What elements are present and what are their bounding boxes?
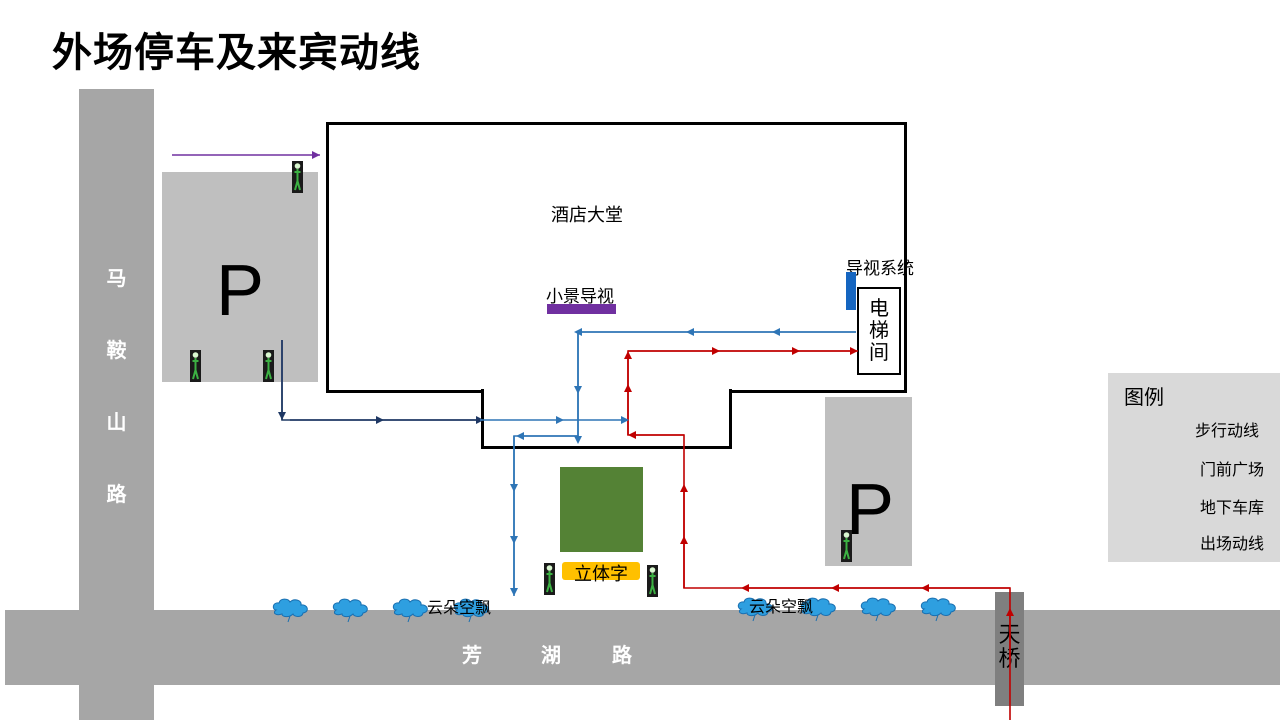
road-v-char-2: 鞍 bbox=[106, 338, 127, 362]
parking-lot-left bbox=[162, 172, 318, 382]
road-v-char-4: 路 bbox=[106, 482, 127, 506]
cloud-icon bbox=[272, 598, 308, 623]
legend-front-label: 门前广场 bbox=[1200, 460, 1265, 479]
3d-sign-label: 立体字 bbox=[574, 564, 628, 585]
attendant-icon bbox=[262, 349, 275, 383]
road-v-char-1: 马 bbox=[106, 266, 127, 290]
walk-flow-line bbox=[627, 350, 1011, 720]
green-lawn bbox=[560, 467, 643, 552]
guide-system-bar bbox=[846, 272, 856, 310]
legend-garage-label: 地下车库 bbox=[1200, 498, 1265, 517]
page-title: 外场停车及来宾动线 bbox=[52, 30, 421, 76]
road-v-char-3: 山 bbox=[106, 410, 127, 434]
legend-walk-label: 步行动线 bbox=[1195, 421, 1260, 440]
elevator-label-char: 间 bbox=[869, 340, 889, 364]
attendant-icon bbox=[291, 160, 304, 194]
cloud-icon bbox=[920, 597, 956, 622]
elevator: 电梯间 bbox=[857, 287, 901, 375]
attendant-icon bbox=[189, 349, 202, 383]
guide-system-label: 导视系统 bbox=[846, 259, 914, 279]
scene-guide-label: 小景导视 bbox=[546, 287, 614, 307]
parking-right-letter: P bbox=[846, 470, 895, 550]
parking-left-letter: P bbox=[216, 251, 265, 331]
front-flow-line bbox=[281, 340, 480, 421]
cloud-icon bbox=[860, 597, 896, 622]
exit-flow-line bbox=[513, 331, 856, 594]
scene-guide-bar bbox=[547, 304, 616, 314]
legend-title: 图例 bbox=[1124, 385, 1164, 409]
road-h-char-3: 路 bbox=[612, 643, 632, 667]
elevator-label-char: 梯 bbox=[869, 318, 889, 342]
legend-exit-label: 出场动线 bbox=[1200, 534, 1265, 553]
3d-sign-plate bbox=[562, 562, 640, 580]
cloud-label-left: 云朵空飘 bbox=[427, 598, 492, 617]
legend-panel bbox=[1108, 373, 1280, 562]
road-h-char-1: 芳 bbox=[462, 643, 482, 667]
cloud-label-right: 云朵空飘 bbox=[749, 597, 814, 616]
fang-hu-road bbox=[5, 610, 1280, 685]
attendant-icon bbox=[543, 562, 556, 596]
attendant-icon bbox=[646, 564, 659, 598]
cloud-icon bbox=[392, 598, 428, 623]
cloud-icon bbox=[332, 598, 368, 623]
elevator-label-char: 电 bbox=[869, 296, 889, 320]
lobby-label: 酒店大堂 bbox=[551, 205, 623, 226]
road-h-char-2: 湖 bbox=[541, 643, 561, 667]
attendant-icon bbox=[840, 529, 853, 563]
parking-lot-right bbox=[825, 397, 912, 566]
